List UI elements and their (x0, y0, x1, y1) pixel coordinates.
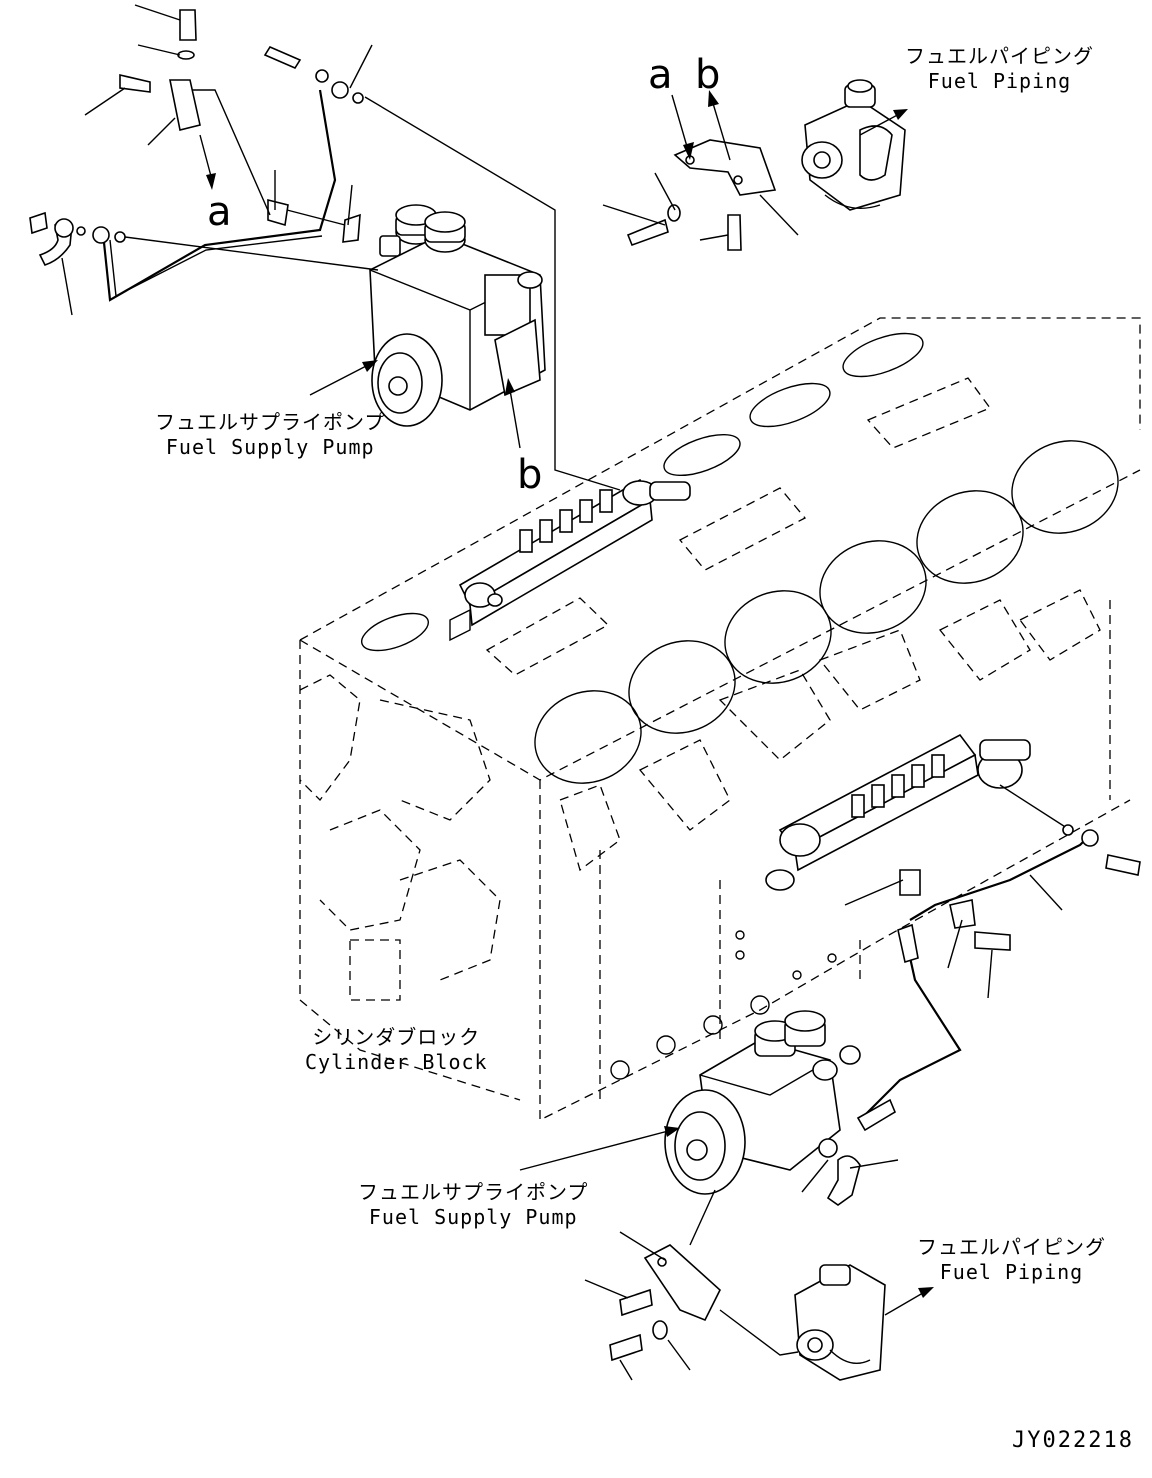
fuel-supply-pump-label-top-en: Fuel Supply Pump (165, 435, 375, 459)
fuel-supply-pump-label-bottom-jp: フュエルサプライポンプ (358, 1180, 589, 1204)
upper-fuel-supply-pump (369, 204, 546, 427)
fuel-piping-label-bottom-en: Fuel Piping (939, 1260, 1084, 1284)
fuel-piping-label-top-jp: フュエルパイピング (905, 44, 1094, 68)
direction-arrows (199, 90, 934, 1316)
ref-a-top: a (648, 52, 673, 98)
fuel-supply-pump-label-bottom: フュエルサプライポンプ Fuel Supply Pump (358, 1180, 588, 1230)
upper-fuel-pipe (92, 45, 364, 302)
cylinder-block-label-jp: シリンダブロック (312, 1025, 481, 1049)
upper-left-fittings (29, 211, 86, 266)
leader-lines (61, 4, 1063, 1381)
ref-b-mid: b (517, 452, 543, 498)
fuel-piping-label-bottom: フュエルパイピング Fuel Piping (917, 1235, 1106, 1285)
fuel-piping-label-bottom-jp: フュエルパイピング (917, 1235, 1106, 1259)
ref-b-top: b (695, 52, 721, 98)
fuel-supply-pump-label-top-jp: フュエルサプライポンプ (155, 410, 386, 434)
deck-plates (485, 377, 992, 676)
lower-fuel-supply-pump (664, 1010, 861, 1195)
bottom-right-fuel-piping (794, 1264, 886, 1381)
lower-pipe-and-fittings (818, 824, 1141, 1206)
upper-common-rail (449, 478, 691, 642)
top-right-fuel-piping (801, 79, 906, 211)
top-right-bracket (626, 139, 777, 251)
lower-common-rail (765, 733, 1071, 891)
cylinder-block-label-en: Cylinder Block (305, 1050, 488, 1074)
cylinder-bores (361, 332, 1119, 784)
bottom-bracket-parts (609, 1244, 721, 1362)
block-side-cavities (299, 589, 1101, 1001)
fuel-supply-pump-label-top: フュエルサプライポンプ Fuel Supply Pump (155, 410, 385, 460)
fuel-piping-label-top: フュエルパイピング Fuel Piping (905, 44, 1094, 94)
cylinder-block-label: シリンダブロック Cylinder Block (305, 1025, 488, 1075)
fuel-supply-pump-label-bottom-en: Fuel Supply Pump (368, 1205, 578, 1229)
ref-a-left: a (207, 189, 232, 235)
cylinder-block-outline (299, 317, 1141, 1122)
drawing-code: JY022218 (1012, 1428, 1134, 1453)
upper-bracket-parts (119, 9, 361, 243)
fuel-piping-label-top-en: Fuel Piping (927, 69, 1072, 93)
block-plugs (610, 930, 837, 1080)
